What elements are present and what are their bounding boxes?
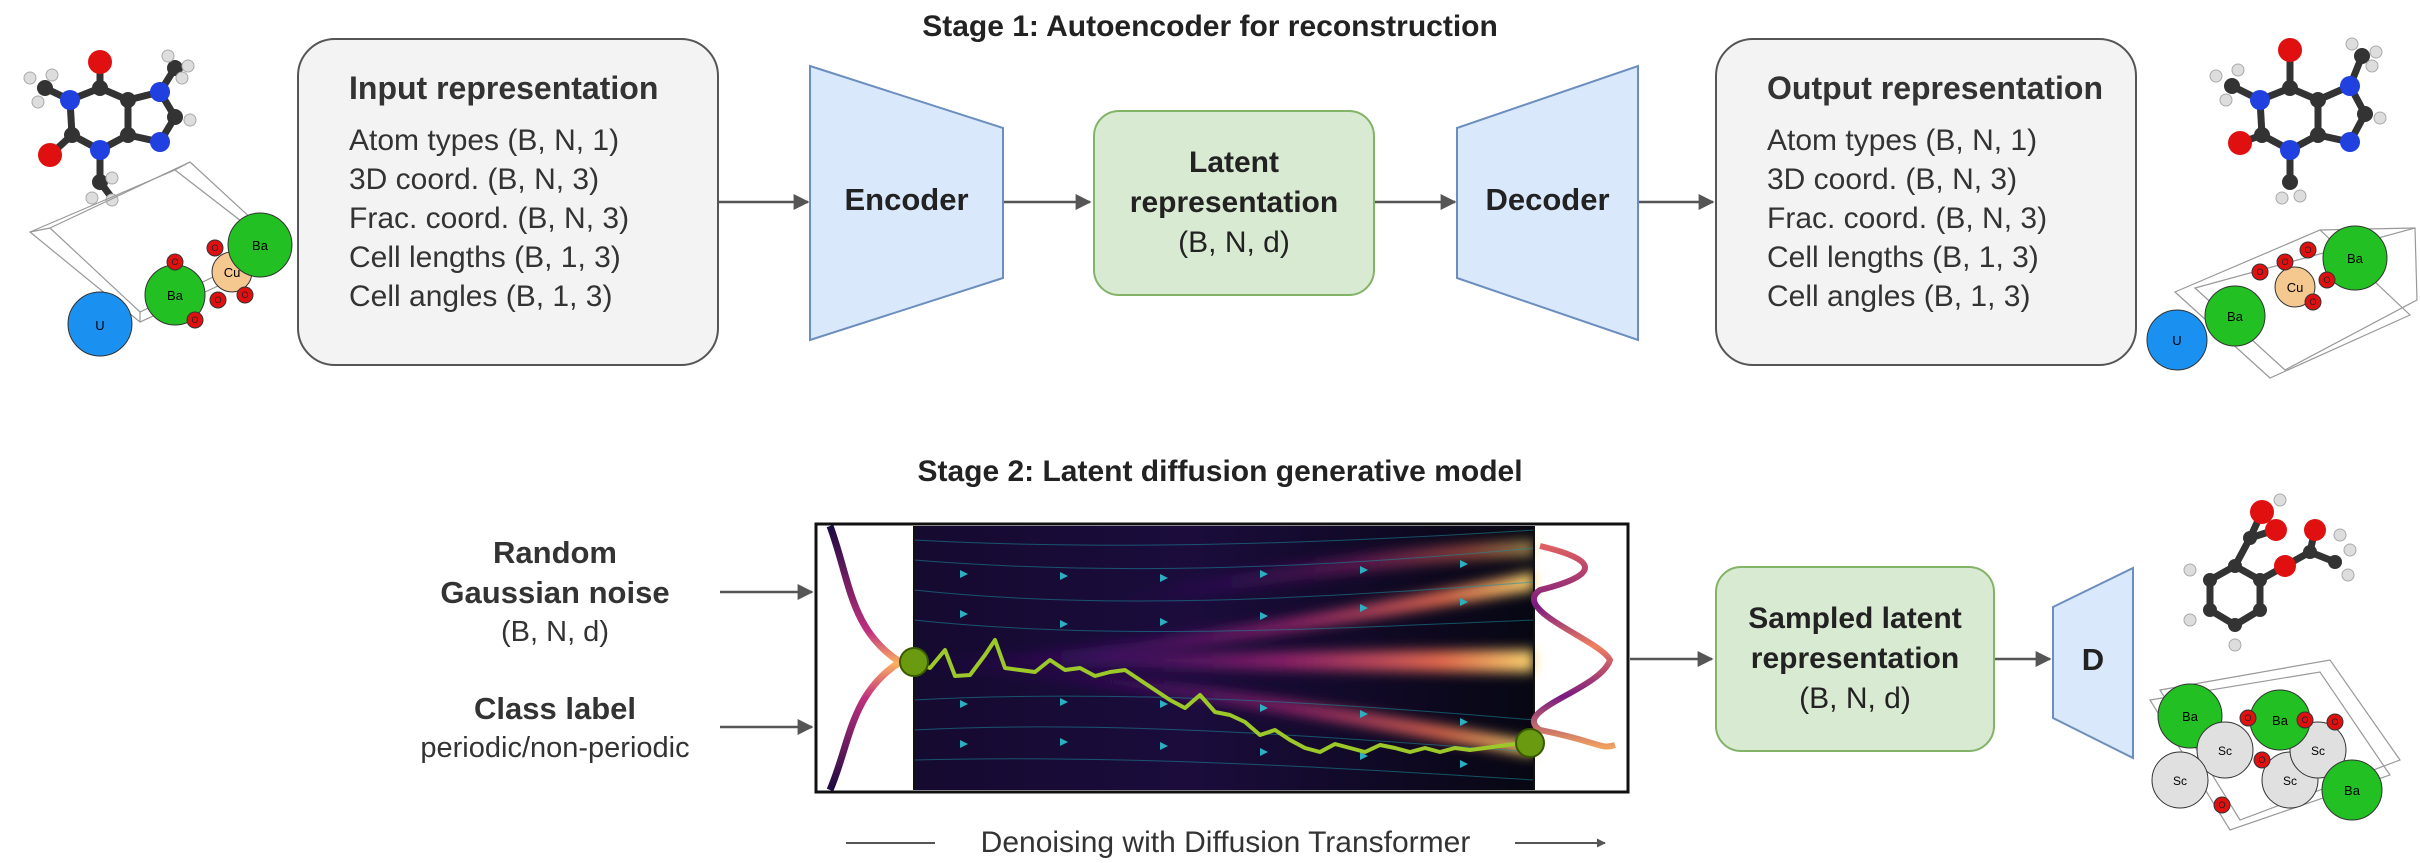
class-label-value: periodic/non-periodic — [420, 732, 690, 764]
denoising-trajectory — [913, 638, 1531, 754]
atom-label: O — [2256, 267, 2263, 277]
atom-label: Sc — [2283, 774, 2297, 788]
atom-label: O — [211, 243, 218, 253]
atom-label: Sc — [2218, 744, 2232, 758]
atom-label: O — [2304, 245, 2311, 255]
atom-label: Ba — [167, 288, 184, 303]
input-item: Atom types (B, N, 1) — [349, 124, 620, 157]
atom-label: Sc — [2311, 744, 2325, 758]
atom-label: Sc — [2173, 774, 2187, 788]
diffusion-panel — [814, 522, 1630, 794]
atom-label: O — [2244, 713, 2251, 723]
atom-label: O — [171, 257, 178, 267]
noise-line2: Gaussian noise — [440, 575, 670, 610]
decoder-label: Decoder — [1485, 182, 1610, 217]
atom-label: O — [2258, 755, 2265, 765]
output-item: Atom types (B, N, 1) — [1767, 124, 2038, 157]
atom-label: Cu — [224, 265, 241, 280]
diffusion-caption: Denoising with Diffusion Transformer — [980, 826, 1471, 859]
crystal-top-left: U Ba Cu Ba O O O O O — [28, 161, 293, 357]
output-item: Cell angles (B, 1, 3) — [1767, 280, 2031, 313]
input-item: Cell angles (B, 1, 3) — [349, 280, 613, 313]
atom-label: Ba — [2227, 309, 2244, 324]
class-label-input: Class label periodic/non-periodic — [370, 689, 740, 767]
input-item: Cell lengths (B, 1, 3) — [349, 241, 621, 274]
latent-representation-box: Latent representation (B, N, d) — [1093, 110, 1375, 296]
output-representation-title: Output representation — [1767, 70, 2104, 106]
atom-label: O — [2331, 717, 2338, 727]
input-representation-title: Input representation — [349, 70, 659, 106]
decoder-shape — [1456, 64, 1639, 342]
input-representation-box: Input representation Atom types (B, N, 1… — [297, 38, 719, 366]
class-label-title: Class label — [474, 691, 636, 726]
atom-label: O — [241, 290, 248, 300]
noise-shape: (B, N, d) — [501, 616, 609, 648]
input-item: 3D coord. (B, N, 3) — [349, 163, 600, 196]
atom-label: Ba — [2182, 709, 2199, 724]
output-item: 3D coord. (B, N, 3) — [1767, 163, 2018, 196]
atom-label: Cu — [2287, 280, 2304, 295]
output-representation-box: Output representation Atom types (B, N, … — [1715, 38, 2137, 366]
atom-label: Ba — [252, 238, 269, 253]
atom-label: O — [2218, 800, 2225, 810]
atom-label: U — [2172, 333, 2181, 348]
output-item: Frac. coord. (B, N, 3) — [1767, 202, 2048, 235]
noise-input-label: Random Gaussian noise (B, N, d) — [370, 533, 740, 651]
input-item: Frac. coord. (B, N, 3) — [349, 202, 630, 235]
atom-label: O — [2301, 715, 2308, 725]
latent-shape: (B, N, d) — [1178, 226, 1290, 259]
atom-label: Ba — [2272, 713, 2289, 728]
atom-label: Ba — [2347, 251, 2364, 266]
sampled-title-line2: representation — [1750, 642, 1960, 675]
sampled-latent-box: Sampled latent representation (B, N, d) — [1715, 566, 1995, 752]
atom-label: Ba — [2344, 783, 2361, 798]
atom-label: O — [191, 315, 198, 325]
molecule-top-right — [2209, 37, 2387, 205]
sampled-shape: (B, N, d) — [1799, 682, 1911, 715]
decoder-short-label: D — [2081, 642, 2105, 677]
molecule-bottom-right — [2183, 493, 2357, 652]
decoder-short-shape — [2052, 566, 2134, 760]
latent-title-line2: representation — [1129, 186, 1339, 219]
atom-label: O — [214, 295, 221, 305]
encoder-shape — [809, 64, 1004, 342]
atom-label: U — [95, 318, 104, 333]
molecule-top-left — [23, 49, 197, 207]
atom-label: O — [2323, 275, 2330, 285]
stage1-title: Stage 1: Autoencoder for reconstruction — [922, 10, 1498, 43]
latent-title-line1: Latent — [1189, 146, 1279, 179]
crystal-bottom-right: Ba Sc Sc Sc Sc Ba Ba O O O O O — [2149, 659, 2401, 831]
crystal-top-right: U Ba Cu Ba O O O O O — [2146, 225, 2418, 379]
encoder-label: Encoder — [844, 182, 969, 217]
stage2-title: Stage 2: Latent diffusion generative mod… — [917, 455, 1523, 488]
atom-label: O — [2309, 297, 2316, 307]
sampled-title-line1: Sampled latent — [1748, 602, 1962, 635]
atom-label: O — [2281, 257, 2288, 267]
output-item: Cell lengths (B, 1, 3) — [1767, 241, 2039, 274]
noise-line1: Random — [493, 535, 617, 570]
